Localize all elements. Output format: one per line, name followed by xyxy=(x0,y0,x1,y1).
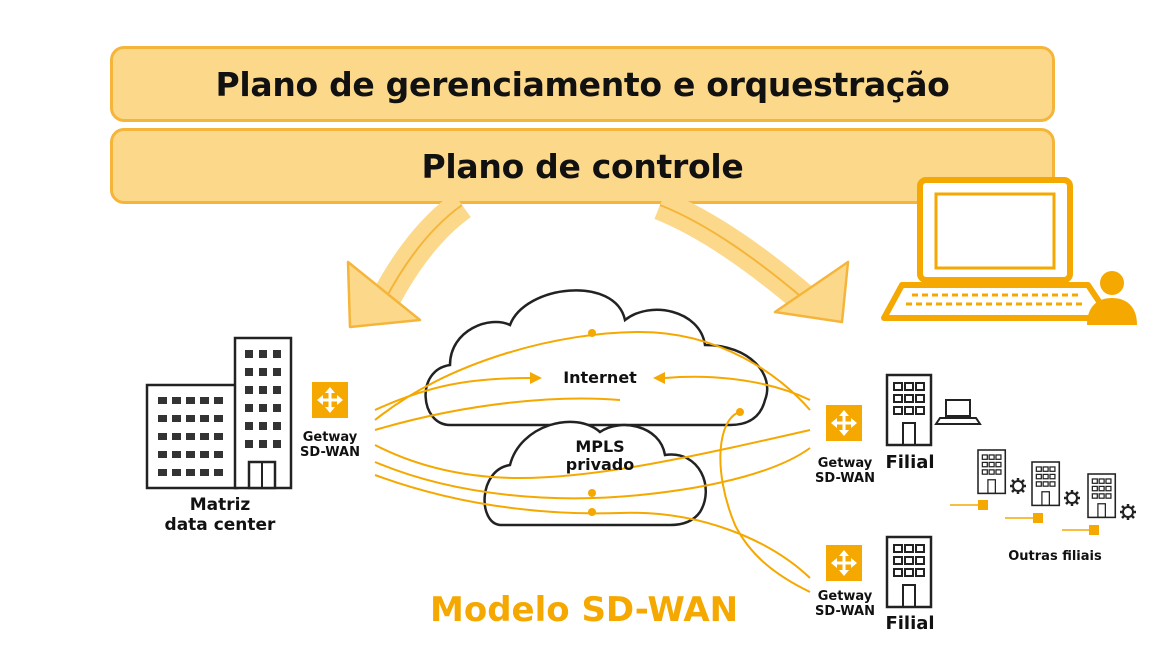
diagram-caption: Modelo SD-WAN xyxy=(430,590,739,630)
branch-top-building-icon xyxy=(885,373,933,447)
control-plane-bar: Plano de controle xyxy=(110,128,1055,204)
branch-bottom-building-icon xyxy=(885,535,933,609)
gateway-bottom-icon xyxy=(826,545,862,581)
arrow-to-left xyxy=(346,192,471,329)
laptop-icon xyxy=(881,177,1113,321)
gateway-left-line1: Getway xyxy=(302,430,358,445)
management-plane-bar: Plano de gerenciamento e orquestração xyxy=(110,46,1055,122)
mpls-label: MPLS privado xyxy=(545,437,655,475)
gateway-top-label: Getway SD-WAN xyxy=(812,456,878,487)
user-icon xyxy=(1087,271,1137,325)
mpls-label-line1: MPLS xyxy=(575,437,625,456)
hq-label: Matriz data center xyxy=(150,495,290,535)
gateway-bottom-line2: SD-WAN xyxy=(815,603,875,619)
other-branches-icons xyxy=(950,449,1138,535)
gateway-bottom-line1: Getway xyxy=(817,589,873,604)
gateway-bottom-label: Getway SD-WAN xyxy=(812,589,878,620)
small-laptop-icon xyxy=(934,399,982,425)
management-plane-label: Plano de gerenciamento e orquestração xyxy=(215,64,950,104)
hq-building-icon xyxy=(145,336,293,490)
gateway-top-line1: Getway xyxy=(817,456,873,471)
gateway-left-line2: SD-WAN xyxy=(300,444,360,460)
internet-label: Internet xyxy=(563,368,637,387)
connection-lines xyxy=(374,330,811,593)
arrow-to-right xyxy=(654,191,850,324)
hq-label-line2: data center xyxy=(164,514,276,535)
gateway-left-icon xyxy=(312,382,348,418)
gateway-left-label: Getway SD-WAN xyxy=(298,430,362,461)
hq-label-line1: Matriz xyxy=(189,495,251,515)
control-plane-label: Plano de controle xyxy=(421,146,744,186)
other-branches-label: Outras filiais xyxy=(1008,549,1102,564)
internet-cloud xyxy=(424,289,769,427)
gateway-top-icon xyxy=(826,405,862,441)
gateway-top-line2: SD-WAN xyxy=(815,470,875,486)
branch-bottom-label: Filial xyxy=(885,613,935,634)
branch-top-label: Filial xyxy=(885,452,935,473)
mpls-label-line2: privado xyxy=(565,455,635,475)
